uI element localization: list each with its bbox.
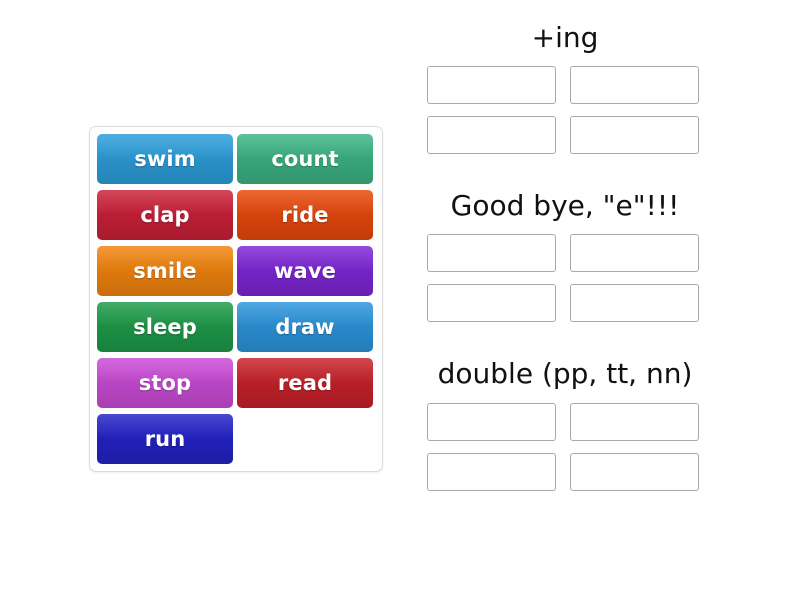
answer-zone-title: Good bye, "e"!!! <box>450 189 680 223</box>
drop-slot[interactable] <box>570 452 699 491</box>
word-tile-stop[interactable]: stop <box>97 358 233 408</box>
answer-zone-3: double (pp, tt, nn) <box>405 358 725 502</box>
drop-slot[interactable] <box>570 234 699 273</box>
word-tile-read[interactable]: read <box>237 358 373 408</box>
drop-slot[interactable] <box>427 116 556 155</box>
drop-slot[interactable] <box>570 116 699 155</box>
word-tile-draw[interactable]: draw <box>237 302 373 352</box>
word-tile-count[interactable]: count <box>237 134 373 184</box>
drop-slot[interactable] <box>427 284 556 323</box>
word-tile-sleep[interactable]: sleep <box>97 302 233 352</box>
drop-slot[interactable] <box>427 234 556 273</box>
drop-slot[interactable] <box>427 452 556 491</box>
word-tile-swim[interactable]: swim <box>97 134 233 184</box>
answer-slot-grid <box>427 402 723 503</box>
word-tile-wave[interactable]: wave <box>237 246 373 296</box>
answer-zone-title: double (pp, tt, nn) <box>437 357 693 391</box>
word-tile-smile[interactable]: smile <box>97 246 233 296</box>
tile-slot-empty <box>237 414 373 464</box>
drop-slot[interactable] <box>427 402 556 441</box>
word-tile-run[interactable]: run <box>97 414 233 464</box>
word-tile-clap[interactable]: clap <box>97 190 233 240</box>
answer-zone-title: +ing <box>531 21 599 54</box>
drop-slot[interactable] <box>570 284 699 323</box>
answer-zone-2: Good bye, "e"!!! <box>405 189 725 334</box>
drop-slot[interactable] <box>570 402 699 441</box>
answer-zone-1: +ing <box>405 21 725 166</box>
drop-slot[interactable] <box>570 66 699 105</box>
drop-slot[interactable] <box>427 66 556 105</box>
answer-slot-grid <box>427 66 723 166</box>
answer-slot-grid <box>427 234 723 334</box>
word-tile-ride[interactable]: ride <box>237 190 373 240</box>
